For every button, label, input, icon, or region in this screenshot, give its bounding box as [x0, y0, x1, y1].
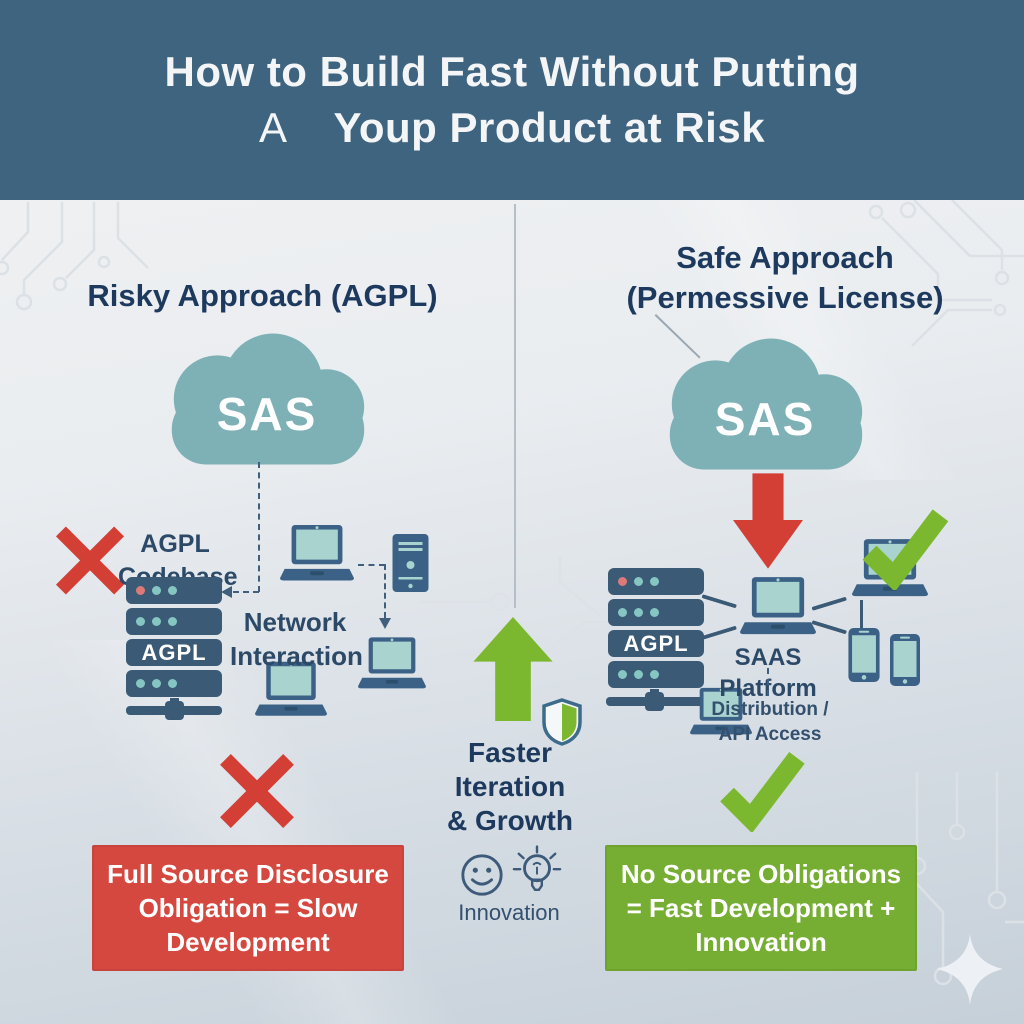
column-divider	[514, 204, 516, 608]
network-line1: Network	[243, 607, 347, 637]
risk-cross-icon	[55, 523, 125, 598]
left-column-heading: Risky Approach (AGPL)	[87, 278, 438, 313]
laptop-icon	[280, 524, 354, 586]
status-dot	[650, 608, 659, 617]
distribution-line1: Distribution /	[711, 699, 829, 720]
title-line-1: How to Build Fast Without Putting	[164, 48, 860, 95]
tower-pc-icon	[392, 534, 429, 592]
status-dot	[136, 679, 145, 688]
server-row	[608, 661, 704, 688]
smiley-icon	[459, 852, 505, 898]
sparkle-icon	[935, 932, 1005, 1007]
server-row	[126, 577, 222, 604]
status-dot	[168, 586, 177, 595]
network-ray	[701, 625, 738, 640]
growth-line3: & Growth	[447, 805, 573, 837]
agpl-codebase-line1: AGPL	[140, 530, 210, 558]
status-dot	[168, 679, 177, 688]
dashed-connector-vertical	[384, 564, 386, 618]
growth-label: Faster Iteration & Growth	[428, 736, 592, 838]
server-row	[126, 670, 222, 697]
lightbulb-icon	[512, 845, 562, 901]
left-cloud-label: SAS	[216, 388, 318, 440]
status-dot	[152, 586, 161, 595]
dashed-connector-vertical	[258, 462, 260, 592]
status-dot	[136, 586, 145, 595]
right-heading-line1: Safe Approach	[676, 240, 894, 275]
title-stray-letter: A	[258, 104, 288, 151]
status-dot	[168, 617, 177, 626]
status-dot	[136, 617, 145, 626]
title-line-2: A Youp Product at Risk	[259, 104, 765, 152]
circuit-decoration-bottom-right	[907, 772, 1024, 986]
left-server-stack: AGPL	[126, 577, 222, 701]
left-cloud: SAS	[148, 333, 386, 465]
status-dot	[650, 670, 659, 679]
status-dot	[152, 617, 161, 626]
status-dot	[618, 608, 627, 617]
circuit-decoration-top-left	[0, 202, 149, 311]
innovation-label: Innovation	[458, 900, 560, 925]
header-band: How to Build Fast Without Putting A Youp…	[0, 0, 1024, 200]
status-dot	[634, 577, 643, 586]
server-row	[608, 599, 704, 626]
title-line-2-text: Youp Product at Risk	[333, 104, 766, 151]
status-dot	[152, 679, 161, 688]
dashed-connector-vertical	[767, 668, 769, 696]
distribution-line2: API Access	[718, 723, 822, 745]
status-dot	[618, 577, 627, 586]
device-connector-line	[860, 600, 863, 628]
right-cloud-label: SAS	[714, 393, 816, 445]
growth-line2: Iteration	[454, 771, 566, 803]
status-dot	[634, 608, 643, 617]
verdict-cross-icon	[219, 750, 295, 832]
dashed-connector-horizontal	[233, 591, 259, 593]
status-dot	[650, 577, 659, 586]
phone-icon	[848, 628, 880, 682]
saas-platform-laptop-icon	[740, 576, 816, 640]
arrowhead-left	[221, 586, 232, 598]
network-ray	[811, 596, 848, 611]
status-dot	[634, 670, 643, 679]
server-stand-knob	[645, 692, 664, 711]
server-row	[126, 608, 222, 635]
verdict-check-icon	[716, 748, 808, 832]
right-column-heading: Safe Approach (Permessive License)	[565, 238, 1005, 317]
deploy-arrow-down-icon	[733, 472, 803, 572]
network-interaction-label: Network Interaction	[230, 606, 363, 674]
right-heading-line2: (Permessive License)	[626, 279, 944, 315]
growth-line1: Faster	[467, 737, 553, 768]
status-dot	[618, 670, 627, 679]
phone-icon	[890, 634, 920, 686]
distribution-label: Distribution / API Access	[708, 698, 832, 747]
server-row	[608, 568, 704, 595]
server-agpl-badge: AGPL	[126, 639, 222, 666]
network-ray	[701, 594, 738, 609]
right-cloud: SAS	[646, 338, 884, 470]
network-ray	[811, 620, 848, 635]
arrowhead-down	[379, 618, 391, 629]
risky-verdict-banner: Full Source Disclosure Obligation = Slow…	[92, 845, 404, 971]
circuit-decoration-top-right	[868, 200, 1024, 347]
dashed-connector-horizontal	[358, 564, 385, 566]
network-line2: Interaction	[230, 640, 363, 671]
approval-check-icon	[856, 506, 954, 590]
server-stand-knob	[165, 701, 184, 720]
server-agpl-badge: AGPL	[608, 630, 704, 657]
right-server-stack: AGPL	[608, 568, 704, 692]
safe-verdict-banner: No Source Obligations = Fast Development…	[605, 845, 917, 971]
laptop-icon	[358, 636, 426, 694]
